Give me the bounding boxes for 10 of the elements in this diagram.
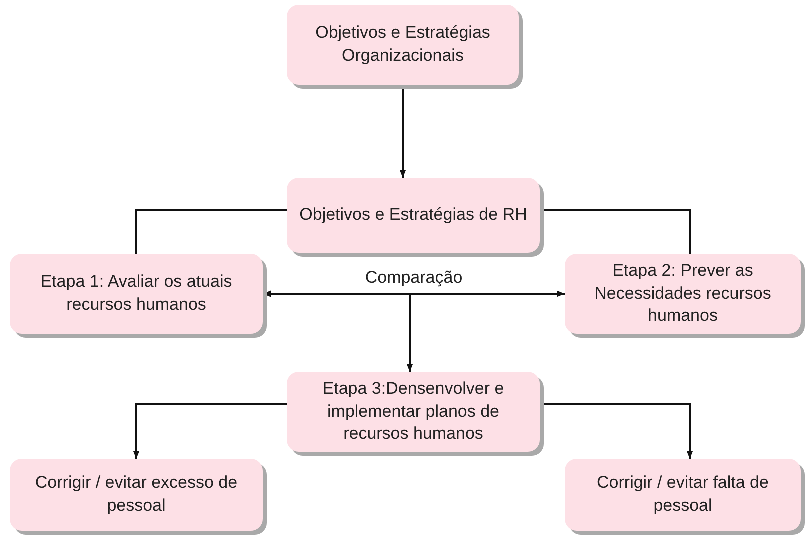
- process-box: Etapa 1: Avaliar os atuais recursos humanos: [10, 254, 263, 334]
- connector-line: [136, 210, 287, 254]
- arrow: [406, 294, 414, 372]
- process-box: Corrigir / evitar excesso de pessoal: [10, 459, 263, 531]
- process-box: Etapa 2: Prever as Necessidades recursos humanos: [565, 254, 801, 334]
- process-box: Etapa 3:Densenvolver e implementar planos de recursos humanos: [287, 372, 540, 452]
- process-box: Objetivos e Estratégias de RH: [287, 178, 540, 253]
- process-box: Corrigir / evitar falta de pessoal: [565, 459, 801, 531]
- arrow: [133, 403, 287, 459]
- process-box: Objetivos e Estratégias Organizacionais: [287, 5, 519, 85]
